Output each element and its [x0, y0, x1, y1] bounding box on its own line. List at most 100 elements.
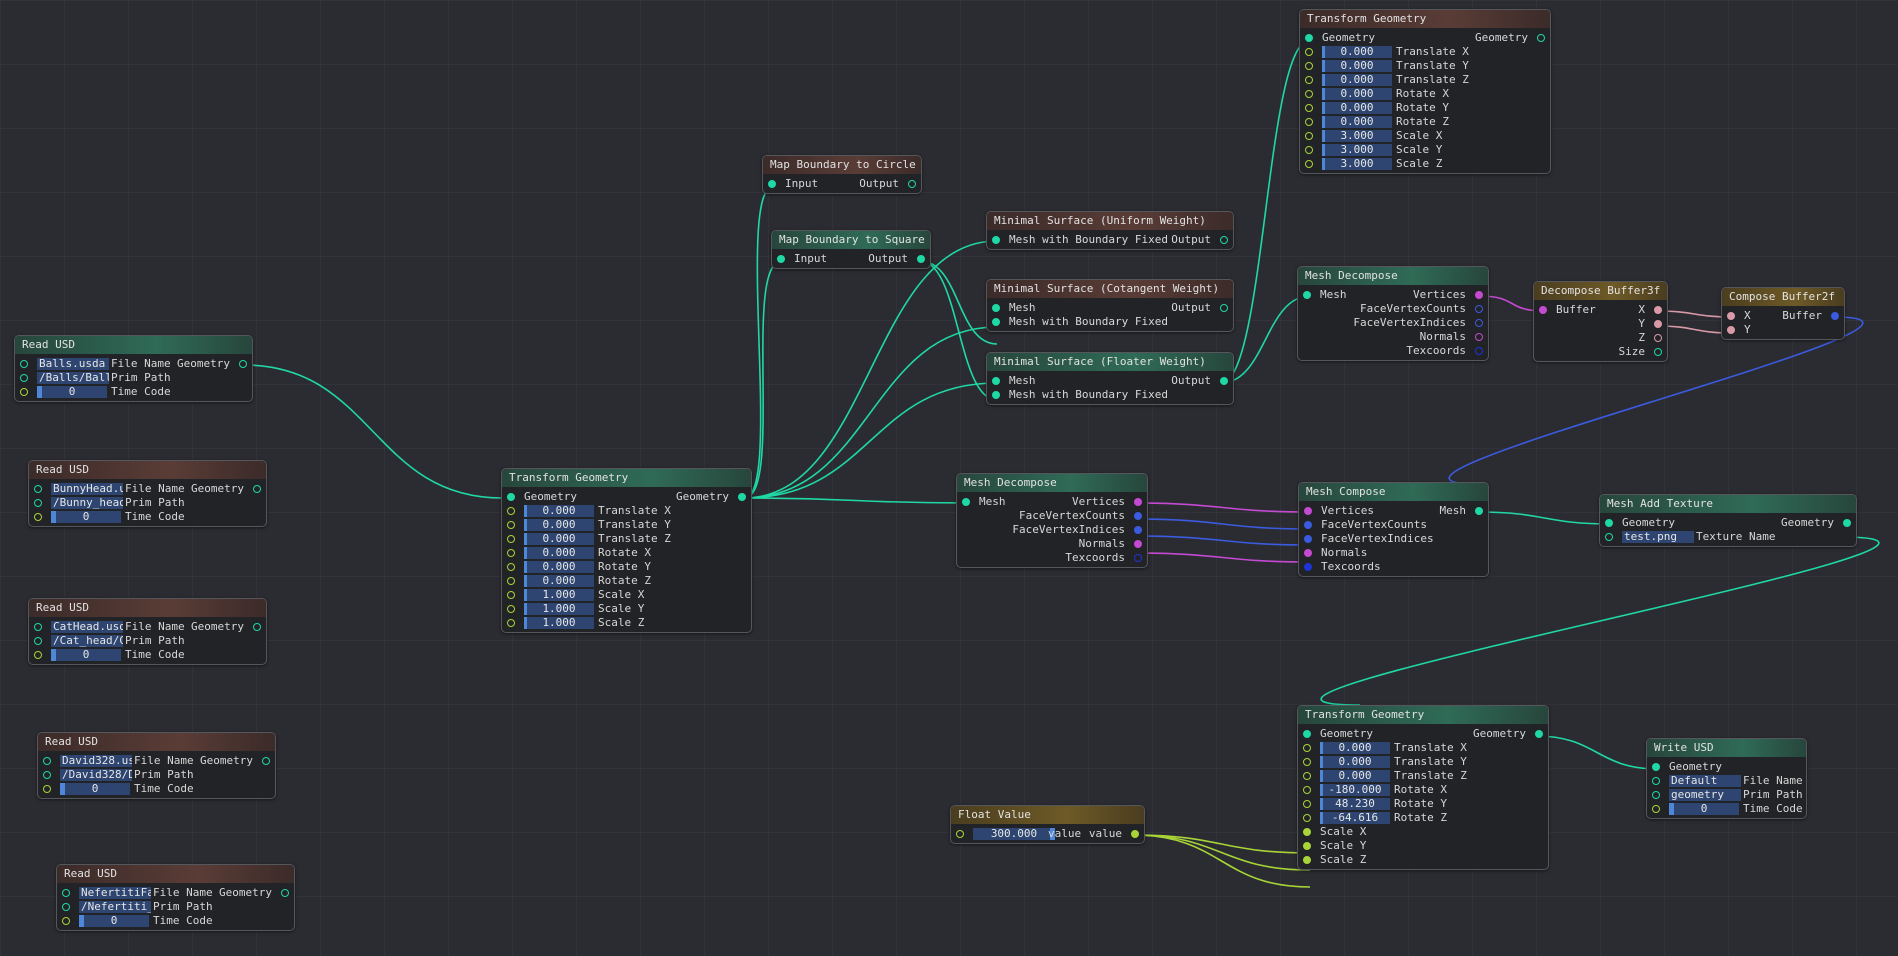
face-counts-link[interactable]: [1134, 518, 1311, 530]
transform-to-square-link[interactable]: [743, 260, 783, 499]
param-value-field[interactable]: 0.000: [524, 547, 594, 559]
node-title[interactable]: Decompose Buffer3f: [1534, 282, 1667, 300]
param-input-pin[interactable]: [1305, 146, 1313, 154]
file-name-pin[interactable]: [20, 360, 28, 368]
scale-x-input-pin[interactable]: [1303, 828, 1311, 836]
mesh-decompose-node-top[interactable]: Mesh Decompose Mesh Vertices FaceVertexC…: [1297, 266, 1489, 361]
value-field[interactable]: 300.000: [973, 828, 1055, 840]
file-name-pin[interactable]: [34, 485, 42, 493]
file-name-field[interactable]: BunnyHead.u: [51, 483, 123, 495]
prim-path-field[interactable]: /Nefertiti_: [79, 901, 151, 913]
value-to-scale-z-link[interactable]: [1132, 834, 1311, 888]
mesh-output-pin[interactable]: [1475, 507, 1483, 515]
prim-path-field[interactable]: /Bunny_head: [51, 497, 123, 509]
vertices-link[interactable]: [1134, 502, 1311, 513]
time-code-pin[interactable]: [20, 388, 28, 396]
geometry-input-pin[interactable]: [1652, 763, 1660, 771]
param-value-field[interactable]: 0.000: [1322, 116, 1392, 128]
param-value-field[interactable]: 1.000: [524, 589, 594, 601]
param-input-pin[interactable]: [1303, 758, 1311, 766]
balls-to-transform-link[interactable]: [243, 364, 503, 499]
node-title[interactable]: Compose Buffer2f: [1722, 288, 1844, 306]
node-title[interactable]: Mesh Compose: [1299, 483, 1488, 501]
x-input-pin[interactable]: [1727, 312, 1735, 320]
param-input-pin[interactable]: [507, 521, 515, 529]
param-input-pin[interactable]: [1305, 132, 1313, 140]
param-value-field[interactable]: 0.000: [524, 561, 594, 573]
prim-path-field[interactable]: /Cat_head/C: [51, 635, 123, 647]
param-value-field[interactable]: 3.000: [1322, 158, 1392, 170]
prim-path-pin[interactable]: [1652, 791, 1660, 799]
minimal-surface-uniform-node[interactable]: Minimal Surface (Uniform Weight) Mesh wi…: [986, 211, 1234, 250]
param-input-pin[interactable]: [507, 535, 515, 543]
geometry-input-pin[interactable]: [507, 493, 515, 501]
geometry-input-pin[interactable]: [1605, 519, 1613, 527]
texcoords-input-pin[interactable]: [1304, 563, 1312, 571]
output-pin[interactable]: [1220, 377, 1228, 385]
param-value-field[interactable]: 0.000: [1322, 88, 1392, 100]
face-vertex-counts-pin[interactable]: [1475, 305, 1483, 313]
map-boundary-circle-node[interactable]: Map Boundary to Circle Input Output: [762, 155, 922, 194]
buffer-output-pin[interactable]: [1831, 312, 1839, 320]
transform-geometry-node-main[interactable]: Transform Geometry Geometry Geometry 0.0…: [501, 468, 752, 633]
minimal-surface-cotangent-node[interactable]: Minimal Surface (Cotangent Weight) Mesh …: [986, 279, 1234, 332]
param-input-pin[interactable]: [507, 591, 515, 599]
transform-to-write-link[interactable]: [1535, 735, 1659, 770]
time-code-field[interactable]: 0: [60, 783, 130, 795]
param-value-field[interactable]: 1.000: [524, 603, 594, 615]
node-title[interactable]: Mesh Decompose: [1298, 267, 1488, 285]
scale-z-input-pin[interactable]: [1303, 856, 1311, 864]
node-title[interactable]: Write USD: [1647, 739, 1806, 757]
decompose-buffer3f-node[interactable]: Decompose Buffer3f Buffer X Y Z Size: [1533, 281, 1668, 362]
param-value-field[interactable]: -64.616: [1320, 812, 1390, 824]
param-input-pin[interactable]: [507, 619, 515, 627]
param-input-pin[interactable]: [1303, 814, 1311, 822]
node-title[interactable]: Minimal Surface (Floater Weight): [987, 353, 1233, 371]
time-code-field[interactable]: 0: [79, 915, 149, 927]
file-name-field[interactable]: NefertitiFa: [79, 887, 151, 899]
prim-path-pin[interactable]: [34, 637, 42, 645]
transform-to-uniform-link[interactable]: [743, 240, 998, 499]
node-title[interactable]: Read USD: [38, 733, 275, 751]
read-usd-node-nefertiti[interactable]: Read USD NefertitiFa File Name Geometry …: [56, 864, 295, 931]
param-input-pin[interactable]: [507, 563, 515, 571]
transform-to-decompose-link[interactable]: [743, 497, 969, 504]
file-name-field[interactable]: David328.us: [60, 755, 132, 767]
value-to-scale-x-link[interactable]: [1132, 834, 1311, 854]
param-input-pin[interactable]: [1303, 772, 1311, 780]
transform-geometry-node-top[interactable]: Transform Geometry Geometry Geometry 0.0…: [1299, 9, 1551, 174]
vertices-output-pin[interactable]: [1134, 498, 1142, 506]
node-title[interactable]: Transform Geometry: [502, 469, 751, 487]
write-usd-node[interactable]: Write USD Geometry Default File Name geo…: [1646, 738, 1807, 819]
prim-path-field[interactable]: /Balls/Ball: [37, 372, 109, 384]
time-code-pin[interactable]: [43, 785, 51, 793]
mesh-boundary-fixed-pin[interactable]: [992, 391, 1000, 399]
time-code-pin[interactable]: [1652, 805, 1660, 813]
z-output-pin[interactable]: [1654, 334, 1662, 342]
geometry-output-pin[interactable]: [281, 889, 289, 897]
compose-to-texture-link[interactable]: [1477, 511, 1612, 525]
file-name-field[interactable]: Default: [1669, 775, 1741, 787]
normals-link[interactable]: [1134, 552, 1311, 563]
map-boundary-square-node[interactable]: Map Boundary to Square Input Output: [771, 230, 931, 269]
param-value-field[interactable]: 0.000: [524, 519, 594, 531]
value-to-scale-y-link[interactable]: [1132, 834, 1311, 871]
buffer-input-pin[interactable]: [1539, 306, 1547, 314]
node-title[interactable]: Transform Geometry: [1298, 706, 1548, 724]
param-value-field[interactable]: 0.000: [524, 533, 594, 545]
file-name-pin[interactable]: [62, 889, 70, 897]
time-code-field[interactable]: 0: [51, 511, 121, 523]
param-input-pin[interactable]: [1305, 62, 1313, 70]
time-code-pin[interactable]: [34, 651, 42, 659]
geometry-output-pin[interactable]: [1535, 730, 1543, 738]
mesh-input-pin[interactable]: [1303, 291, 1311, 299]
param-value-field[interactable]: 3.000: [1322, 144, 1392, 156]
geometry-input-pin[interactable]: [1303, 730, 1311, 738]
file-name-pin[interactable]: [34, 623, 42, 631]
y-output-pin[interactable]: [1654, 320, 1662, 328]
param-input-pin[interactable]: [1303, 800, 1311, 808]
param-input-pin[interactable]: [507, 507, 515, 515]
node-title[interactable]: Read USD: [29, 599, 266, 617]
read-usd-node-balls[interactable]: Read USD Balls.usda File Name Geometry /…: [14, 335, 253, 402]
prim-path-pin[interactable]: [43, 771, 51, 779]
